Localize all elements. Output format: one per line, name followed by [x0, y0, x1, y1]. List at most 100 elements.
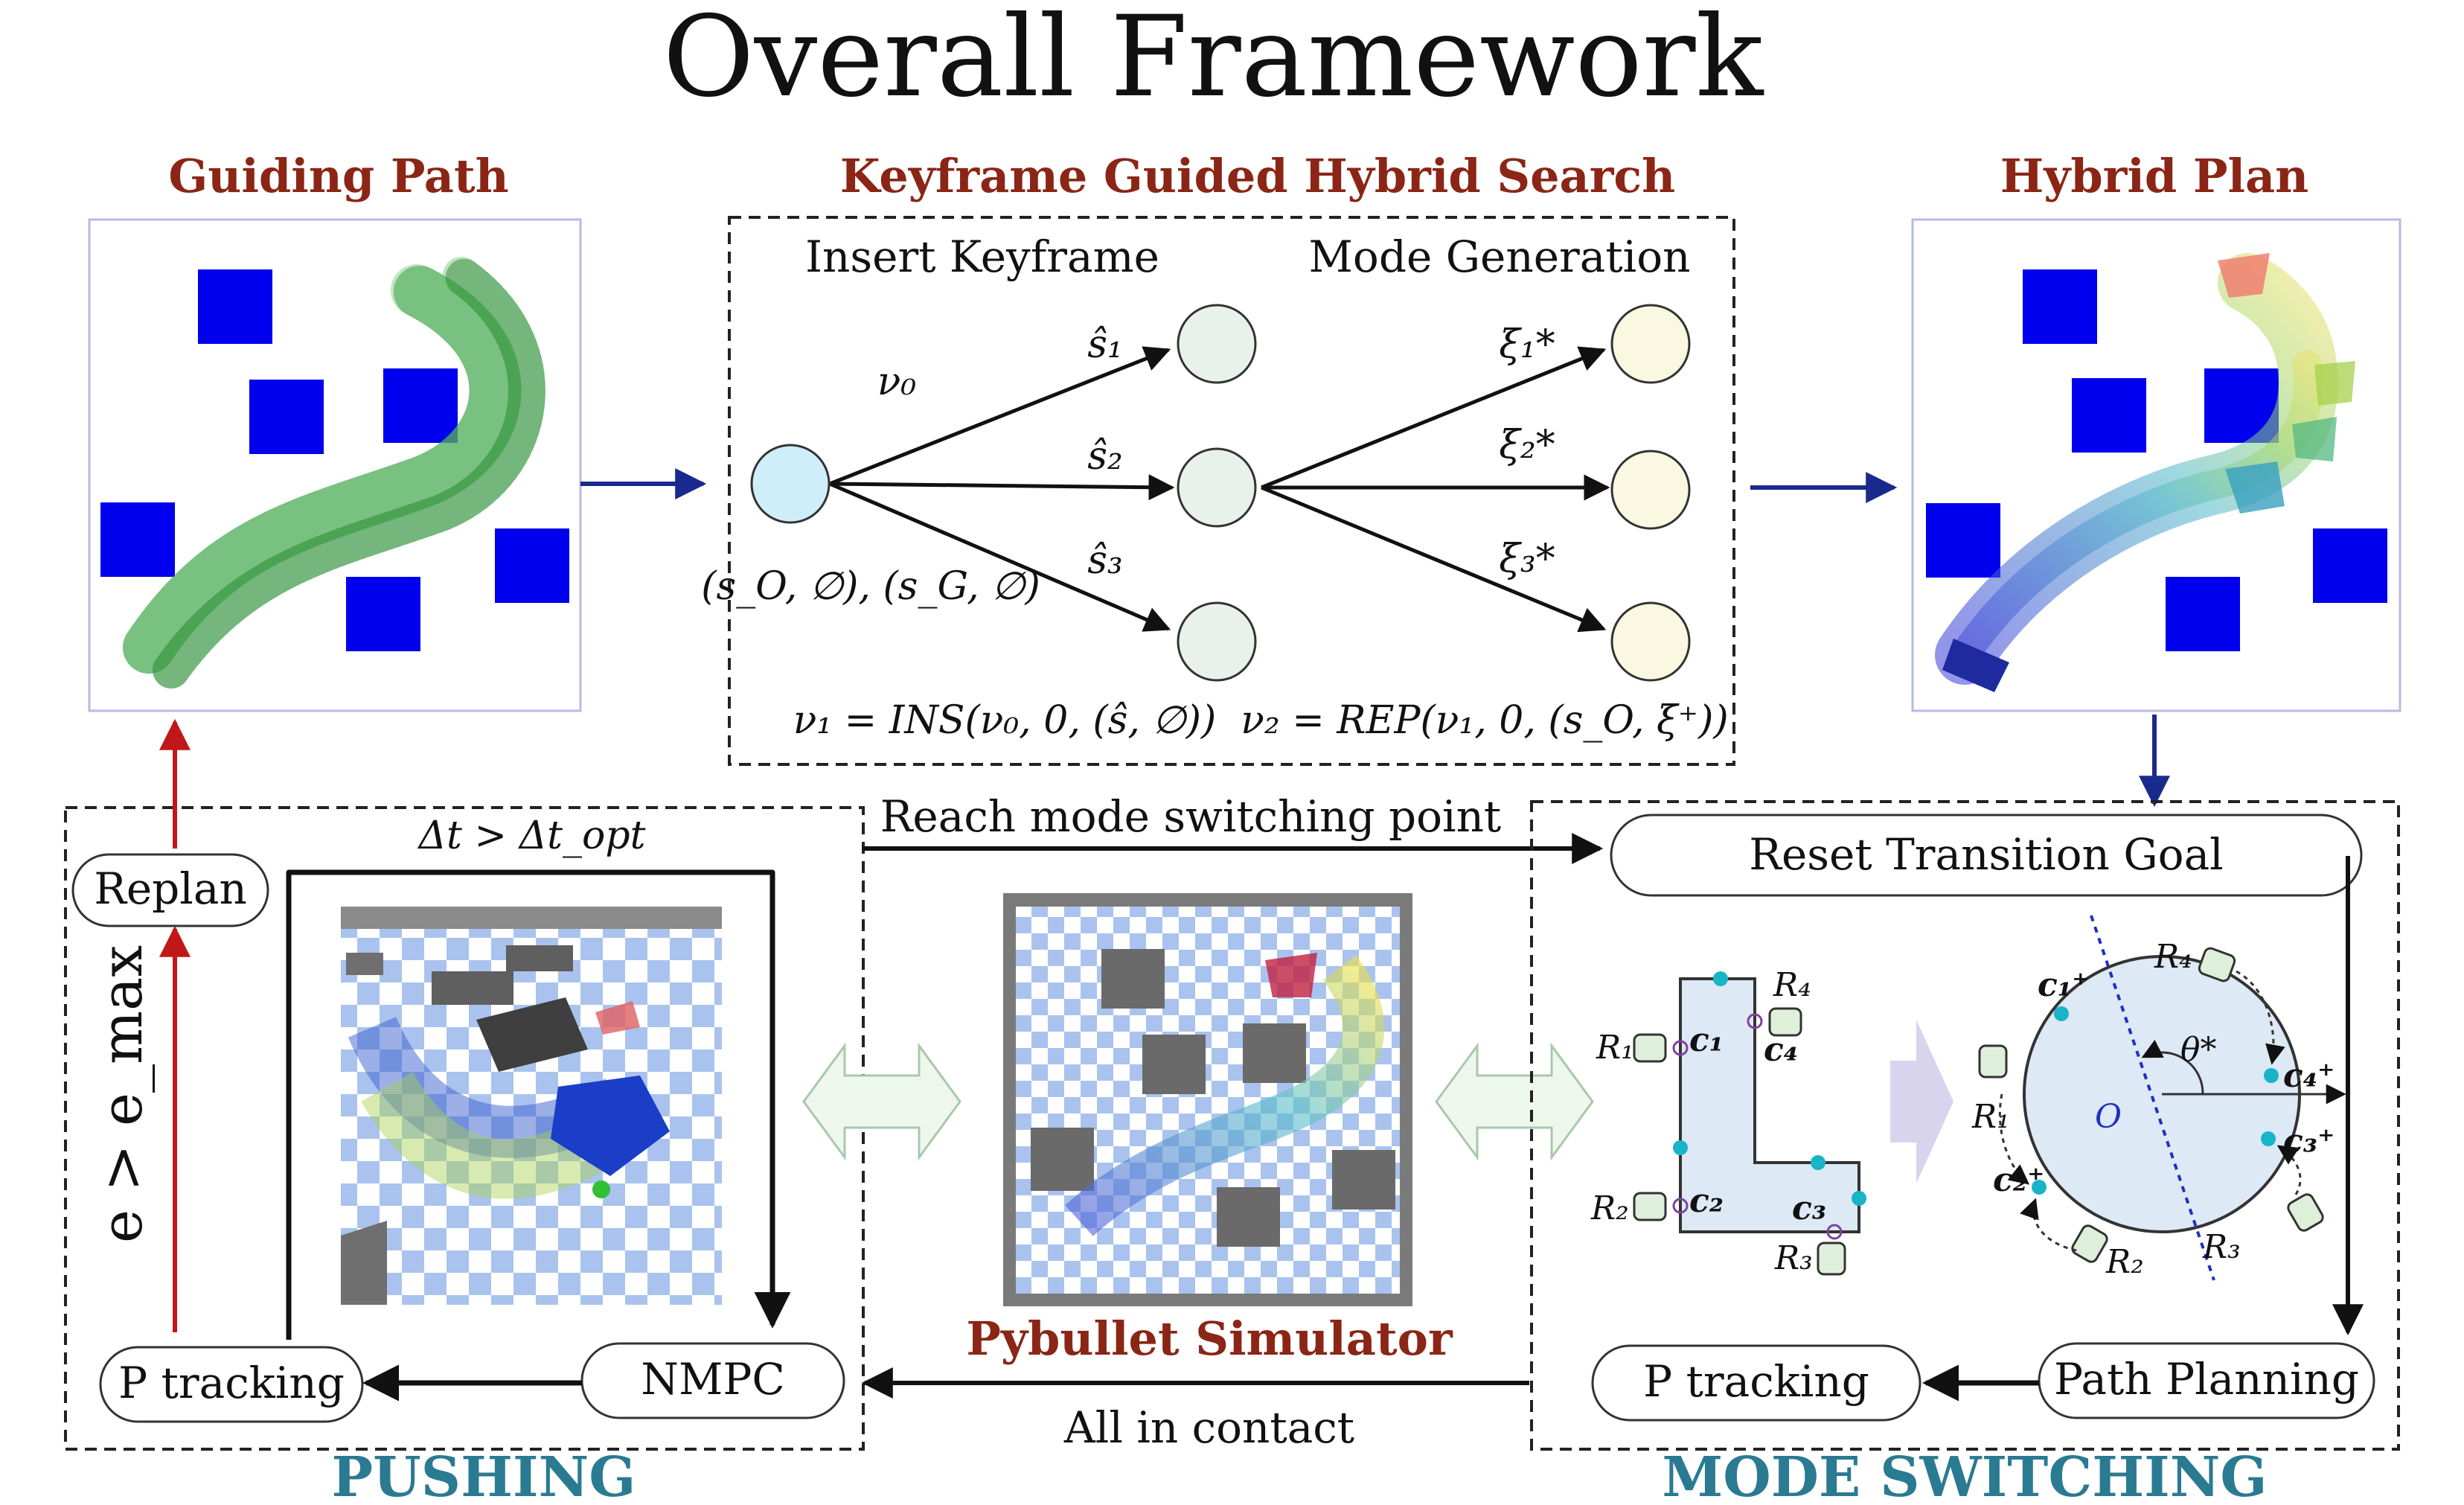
contact-point — [2032, 1180, 2047, 1195]
path-planning-label: Path Planning — [2054, 1354, 2359, 1405]
guiding-path-heading: Guiding Path — [168, 149, 508, 203]
reach-mode-label: Reach mode switching point — [880, 791, 1502, 842]
pushing-block: Replan e > e_max Δt > Δt_opt P tracking … — [64, 718, 865, 1451]
start-pose-marker — [1942, 639, 2009, 692]
reset-goal-node — [1610, 814, 2363, 897]
keyframe-edge-label: ŝ₂ — [1087, 434, 1123, 479]
contact-plus-label: c₃⁺ — [2283, 1122, 2335, 1160]
obstacle-block — [2313, 528, 2387, 603]
modeswitch-p-tracking-label: P tracking — [1643, 1356, 1869, 1407]
intermediate-pose-marker — [2314, 361, 2355, 406]
keyframe-search-heading: Keyframe Guided Hybrid Search — [840, 149, 1675, 203]
intermediate-pose-marker — [2225, 461, 2285, 514]
obstacle-block — [383, 368, 458, 443]
pybullet-simulator: Reach mode switching point Pybullet Simu… — [802, 791, 1604, 1453]
robot — [1633, 1192, 1667, 1221]
mode-node — [1610, 450, 1691, 530]
origin-label: O — [2095, 1098, 2122, 1136]
root-node — [750, 444, 831, 524]
robot-label: R₂ — [2105, 1243, 2144, 1281]
robot-label: R₃ — [1774, 1239, 1813, 1277]
robot-label: R₄ — [1773, 966, 1811, 1004]
contact-point — [1713, 971, 1728, 986]
reset-goal-label: Reset Transition Goal — [1749, 829, 2223, 880]
ins-equation: ν₁ = INS(ν₀, 0, (ŝ, ∅)) — [793, 698, 1217, 743]
keyframe-node — [1177, 304, 1257, 384]
obstacle-block — [495, 528, 569, 603]
contact-plus-label: c₁⁺ — [2038, 966, 2089, 1004]
contact-plus-label: c₂⁺ — [1993, 1161, 2044, 1199]
modeswitch-sim-exchange-arrow — [1435, 1042, 1594, 1161]
keyframe-node — [1177, 601, 1257, 682]
keyframe-node — [1177, 447, 1257, 528]
replan-node — [71, 853, 269, 927]
robot-label: R₃ — [2202, 1228, 2241, 1266]
robot-label: R₄ — [2154, 938, 2192, 976]
hybrid-plan-panel — [1911, 218, 2401, 712]
intermediate-pose-marker — [2292, 417, 2337, 461]
contact-label: c₃ — [1792, 1189, 1826, 1227]
contact-label: c₂ — [1689, 1182, 1724, 1220]
start-goal-label: (s_O, ∅), (s_G, ∅) — [701, 564, 1040, 609]
time-loop-arrow — [286, 869, 791, 1340]
obstacle-block — [1926, 503, 2000, 578]
robot-label: R₂ — [1590, 1189, 1629, 1227]
pushing-sim-snapshot — [341, 907, 722, 1305]
modeswitch-p-tracking-node — [1591, 1344, 1921, 1422]
keyframe-edge-label: ŝ₃ — [1087, 538, 1123, 583]
pushing-p-tracking-label: P tracking — [118, 1358, 345, 1408]
transform-arrow — [1890, 1020, 1953, 1183]
mode-switching-block: Reset Transition Goal R₁ R₂ R₃ R₄ c₁ c₂ … — [1530, 800, 2400, 1451]
page-title: Overall Framework — [663, 0, 1764, 122]
contact-point — [2054, 1006, 2069, 1021]
contact-point — [1673, 1140, 1688, 1155]
nmpc-label: NMPC — [641, 1354, 785, 1405]
obstacle-block — [2023, 269, 2097, 344]
obstacle-block — [2166, 577, 2240, 651]
rep-equation: ν₂ = REP(ν₁, 0, (s_O, ξ⁺)) — [1241, 698, 1728, 743]
candidate-point — [1826, 1224, 1843, 1240]
mode-edge-label: ξ₂* — [1499, 423, 1555, 467]
keyframe-edge — [829, 346, 1171, 486]
keyframe-edge — [829, 482, 1171, 632]
obstacle-block — [198, 269, 272, 344]
simulator-heading: Pybullet Simulator — [966, 1311, 1453, 1366]
mode-node — [1610, 601, 1691, 682]
obstacle-block — [346, 577, 420, 651]
root-node-label: ν₀ — [877, 360, 917, 404]
robot — [1817, 1242, 1846, 1276]
all-in-contact-label: All in contact — [1063, 1402, 1354, 1453]
contact-plus-label: c₄⁺ — [2283, 1057, 2335, 1095]
candidate-point — [1747, 1013, 1763, 1029]
obstacle-block — [2072, 378, 2146, 453]
contact-point — [1811, 1155, 1825, 1170]
robot — [1633, 1033, 1667, 1063]
hybrid-plan-heading: Hybrid Plan — [2000, 149, 2309, 203]
error-condition-label: e > e_max — [89, 945, 155, 1243]
contact-label: c₄ — [1764, 1031, 1798, 1069]
l-shaped-object: R₁ R₂ R₃ R₄ c₁ c₂ c₃ c₄ — [1590, 966, 1866, 1277]
obstacle-block — [100, 502, 175, 577]
contact-point — [2261, 1131, 2276, 1146]
candidate-point — [1672, 1198, 1689, 1214]
mode-node — [1610, 304, 1691, 384]
mode-edge — [1261, 346, 1607, 490]
keyframe-edge-label: ŝ₁ — [1087, 322, 1123, 367]
time-condition-label: Δt > Δt_opt — [417, 814, 645, 858]
robot-label: R₁ — [1596, 1029, 1634, 1067]
keyframe-edge — [829, 474, 1175, 501]
contact-point — [2264, 1068, 2279, 1083]
goal-pose-marker — [2218, 253, 2270, 298]
angle-label: θ* — [2180, 1031, 2217, 1069]
mode-edge — [1261, 485, 1607, 633]
mode-switching-section-label: MODE SWITCHING — [1662, 1445, 2267, 1505]
robot — [2287, 1193, 2324, 1232]
obstacle-block — [249, 380, 324, 454]
keyframe-search-panel: Insert Keyframe Mode Generation ν₀ (s_O,… — [701, 216, 1735, 766]
mode-edge-label: ξ₁* — [1499, 322, 1555, 367]
robot — [2071, 1224, 2108, 1263]
pushing-sim-exchange-arrow — [802, 1042, 961, 1161]
insert-keyframe-label: Insert Keyframe — [805, 231, 1159, 282]
guiding-path-tube — [123, 257, 545, 688]
